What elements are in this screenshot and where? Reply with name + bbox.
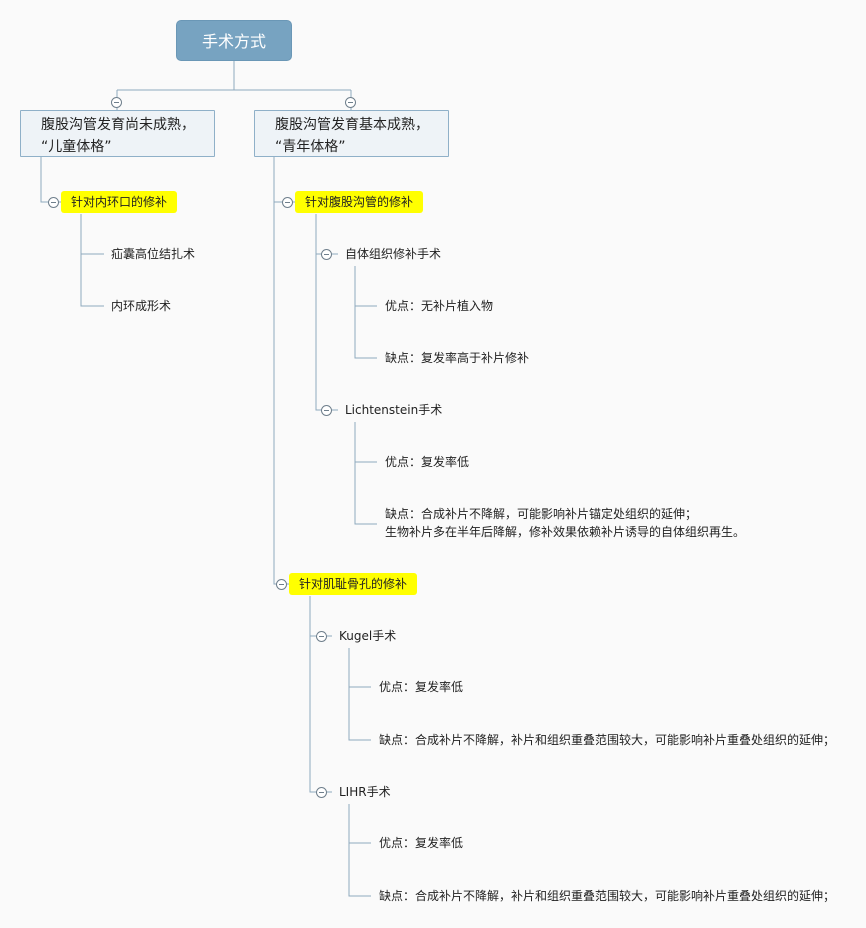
lihr-pro[interactable]: 优点：复发率低	[379, 836, 464, 850]
collapse-children-branch-icon[interactable]	[111, 97, 122, 108]
item-ring-plasty[interactable]: 内环成形术	[111, 299, 172, 313]
collapse-inner-ring-section-icon[interactable]	[48, 197, 59, 208]
lichtenstein-pro[interactable]: 优点：复发率低	[385, 455, 470, 469]
collapse-adult-branch-icon[interactable]	[345, 97, 356, 108]
lichtenstein-topic[interactable]: Lichtenstein手术	[345, 403, 443, 417]
kugel-topic[interactable]: Kugel手术	[339, 629, 397, 643]
collapse-tissue-repair-icon[interactable]	[321, 249, 332, 260]
inner-ring-section-topic[interactable]: 针对内环口的修补	[61, 191, 178, 213]
root-topic[interactable]: 手术方式	[176, 20, 292, 61]
collapse-kugel-icon[interactable]	[316, 631, 327, 642]
adult-branch-topic[interactable]: 腹股沟管发育基本成熟， “青年体格”	[254, 110, 449, 157]
kugel-pro[interactable]: 优点：复发率低	[379, 680, 464, 694]
collapse-lichtenstein-icon[interactable]	[321, 405, 332, 416]
collapse-lihr-icon[interactable]	[316, 787, 327, 798]
children-branch-topic[interactable]: 腹股沟管发育尚未成熟， “儿童体格”	[20, 110, 215, 157]
collapse-myopectineal-section-icon[interactable]	[276, 579, 287, 590]
item-high-ligation[interactable]: 疝囊高位结扎术	[111, 247, 196, 261]
inguinal-section-topic[interactable]: 针对腹股沟管的修补	[295, 191, 424, 213]
tissue-repair-pro[interactable]: 优点：无补片植入物	[385, 299, 494, 313]
tissue-repair-con[interactable]: 缺点：复发率高于补片修补	[385, 351, 530, 365]
collapse-inguinal-section-icon[interactable]	[282, 197, 293, 208]
myopectineal-section-topic[interactable]: 针对肌耻骨孔的修补	[289, 573, 418, 595]
lihr-con[interactable]: 缺点：合成补片不降解，补片和组织重叠范围较大，可能影响补片重叠处组织的延伸；	[379, 889, 836, 903]
kugel-con[interactable]: 缺点：合成补片不降解，补片和组织重叠范围较大，可能影响补片重叠处组织的延伸；	[379, 733, 836, 747]
lichtenstein-con[interactable]: 缺点：合成补片不降解，可能影响补片锚定处组织的延伸； 生物补片多在半年后降解，修…	[385, 507, 746, 539]
tissue-repair-topic[interactable]: 自体组织修补手术	[345, 247, 442, 261]
lihr-topic[interactable]: LIHR手术	[339, 785, 391, 799]
